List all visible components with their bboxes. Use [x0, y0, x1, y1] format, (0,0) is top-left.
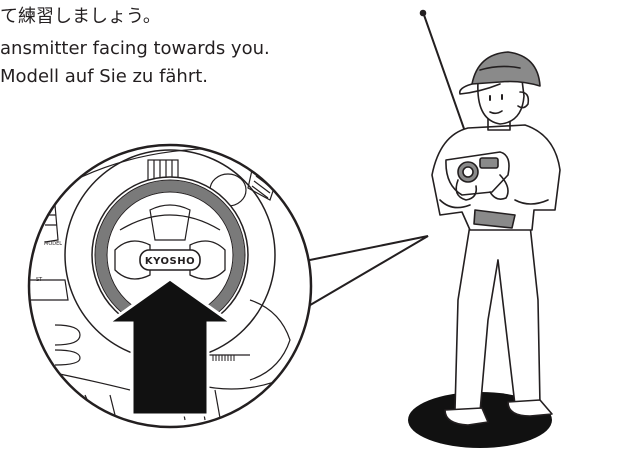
st-label: ST: [36, 277, 43, 283]
brand-label: KYOSHO: [145, 256, 195, 267]
model-label: MODEL: [44, 241, 62, 247]
person-with-transmitter: [408, 11, 560, 449]
callout-pointer: [300, 236, 428, 311]
magnified-car-detail: KYOSHO ST MODEL: [29, 128, 320, 427]
